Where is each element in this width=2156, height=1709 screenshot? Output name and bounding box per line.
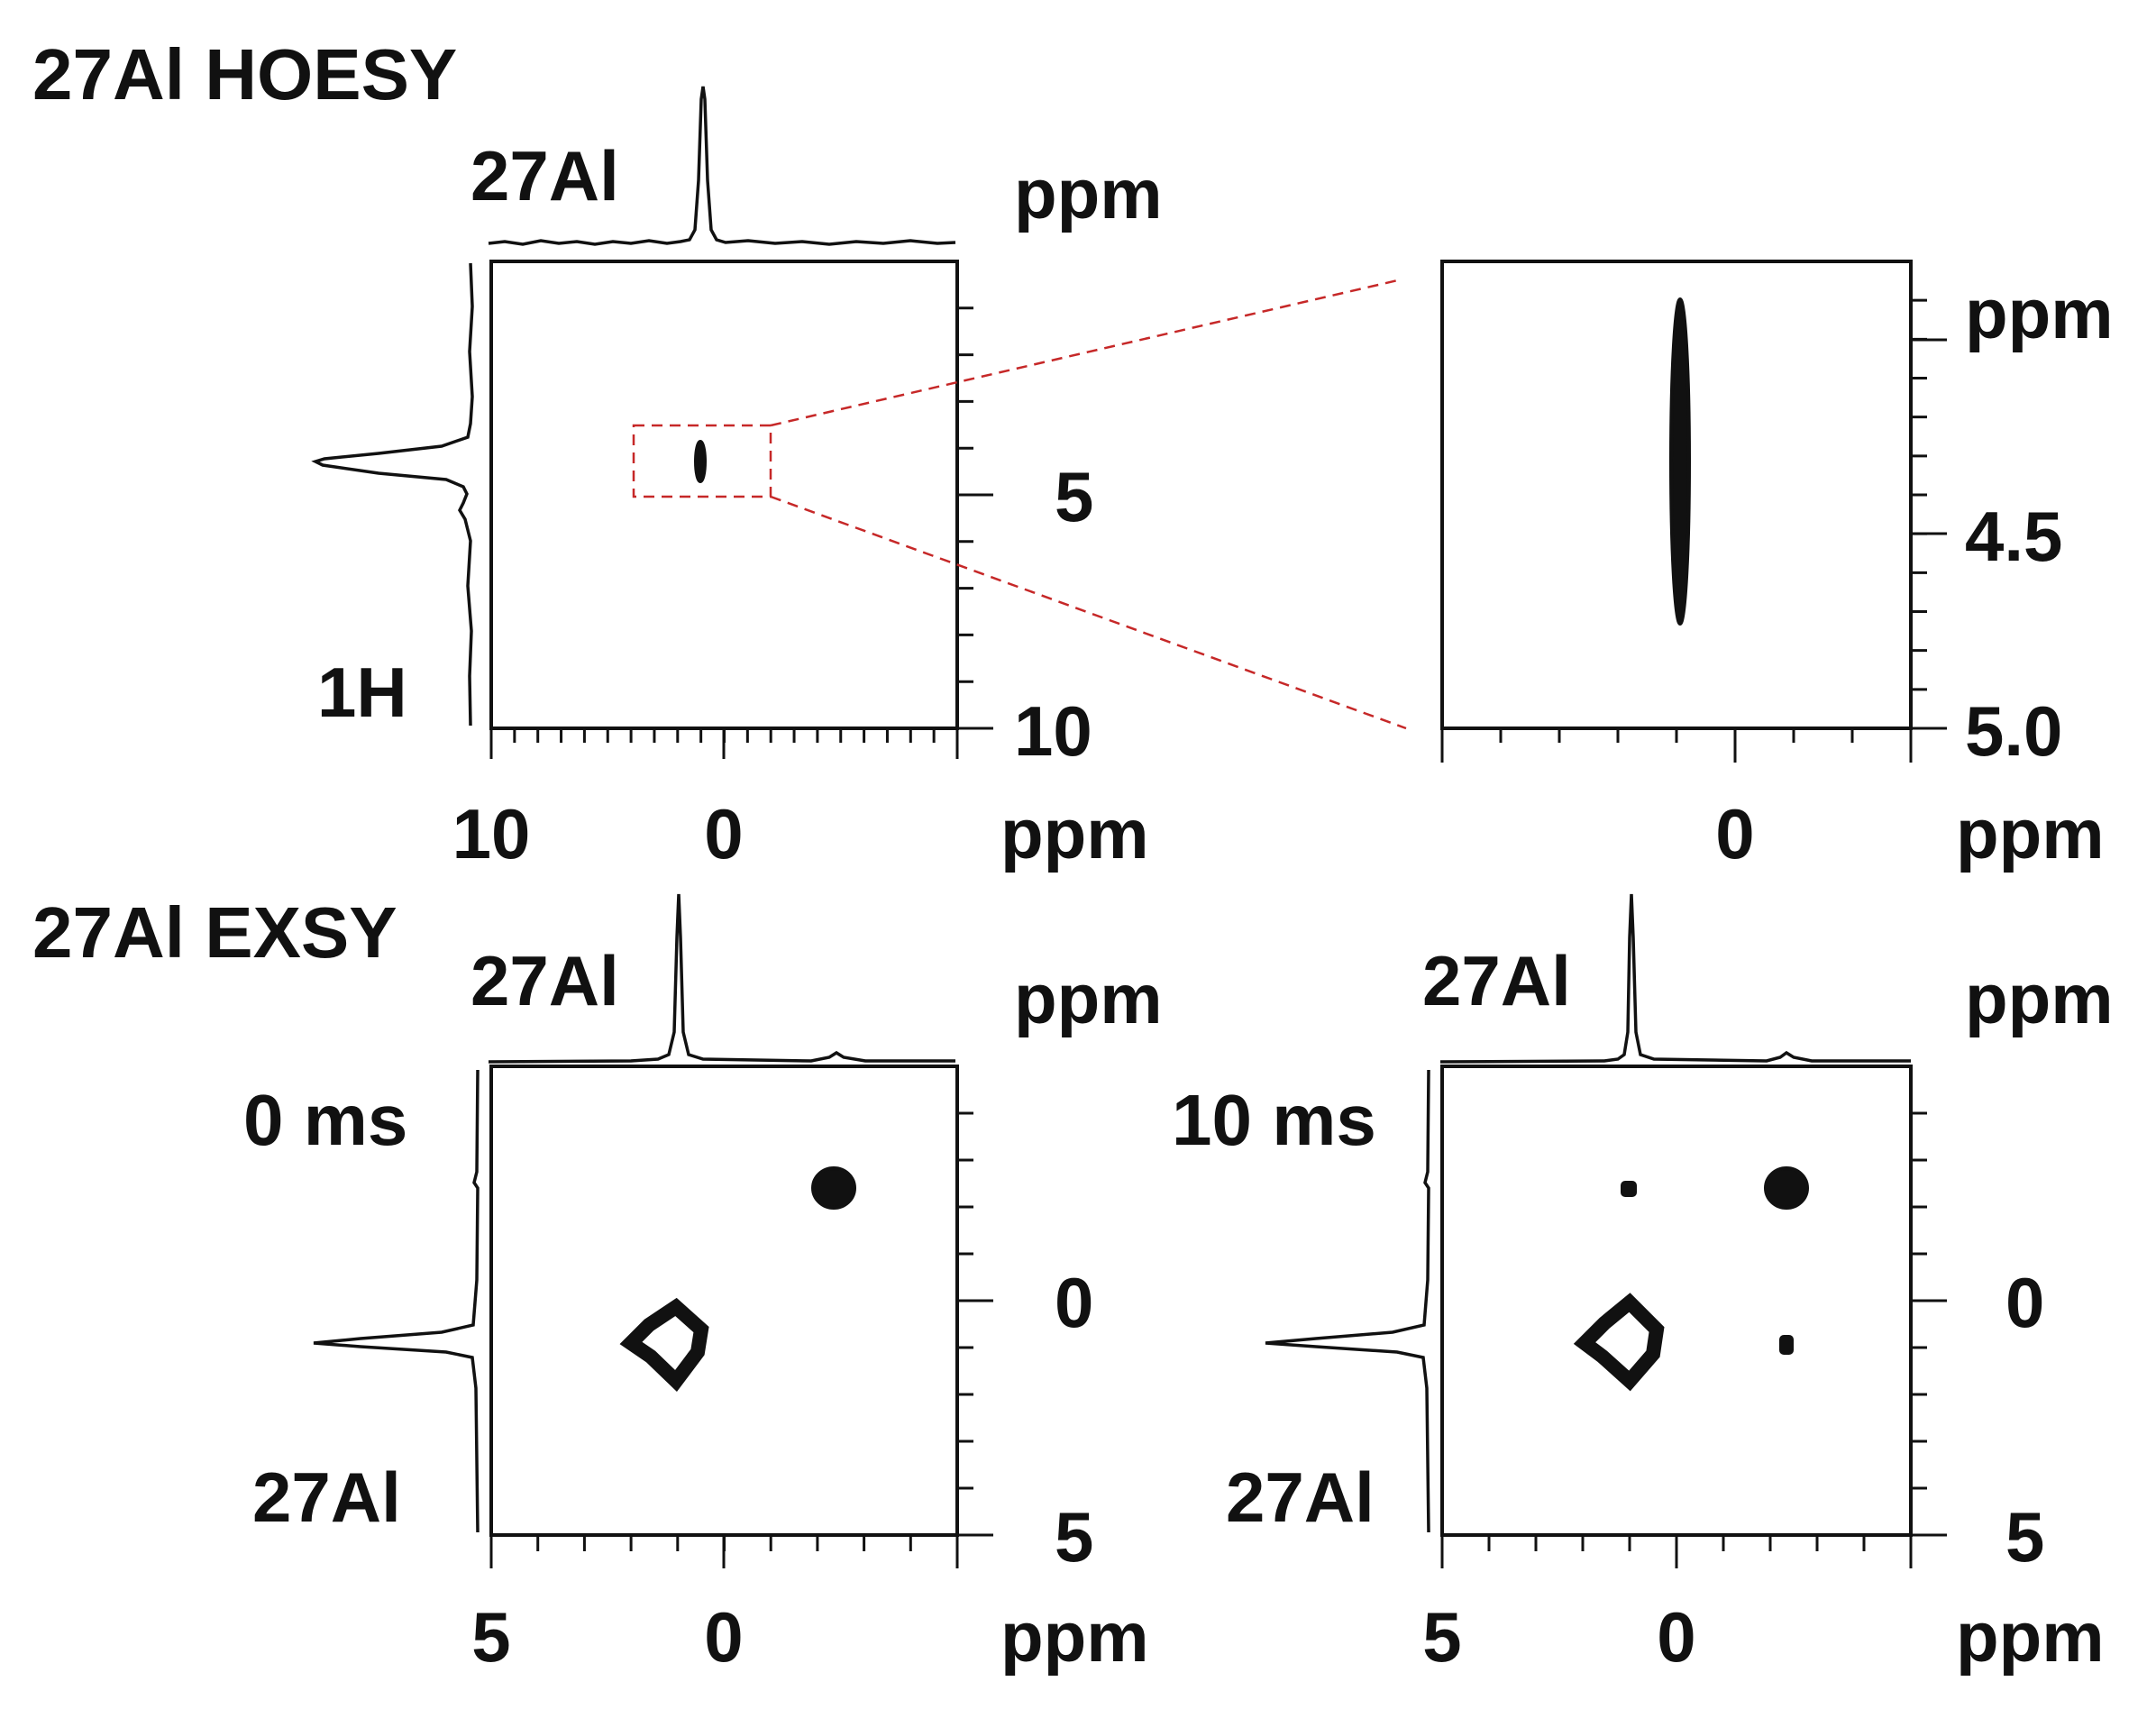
exsy0-plot-frame: [489, 1065, 959, 1537]
exsy10-top-unit-label: ppm: [1965, 959, 2114, 1038]
zoom-connector-top: [770, 278, 1402, 427]
hoesy-zoom-panel: ppm 4.5 5.0 0 ppm: [1440, 260, 2114, 873]
exsy10-diagonal-peak-1: [1573, 1293, 1665, 1392]
hoesy-y-tick-label-10: 10: [1014, 691, 1092, 771]
exsy10-cross-peak-1: [1621, 1181, 1637, 1197]
zoom-connector-bottom: [770, 495, 1407, 730]
hoesy-f1-projection: [311, 262, 474, 727]
exsy0-diagonal-peak-1: [619, 1297, 709, 1393]
exsy10-y-tick-label-0: 0: [2005, 1263, 2044, 1342]
exsy10-x-unit-label: ppm: [1956, 1597, 2105, 1677]
exsy10-f1-projection: [1265, 1069, 1430, 1533]
exsy10-diagonal-peak-2: [1764, 1166, 1809, 1210]
exsy-0ms-panel: 27Al ppm 0 ms 27Al 0 5 5 0 ppm: [243, 893, 1163, 1677]
hoesy-zoom-box: [632, 424, 772, 498]
exsy10-plot-frame: [1440, 1065, 1913, 1537]
hoesy-f2-projection: [488, 86, 956, 246]
exsy0-y-tick-label-0: 0: [1055, 1263, 1093, 1342]
hoesy-x-tick-label-0: 0: [704, 794, 743, 873]
zoom-y-tick-label-4.5: 4.5: [1965, 497, 2062, 576]
zoom-y-unit-label: ppm: [1965, 274, 2114, 353]
hoesy-y-minor-ticks: [957, 306, 973, 683]
hoesy-f1-nucleus-label: 1H: [317, 653, 407, 732]
hoesy-top-unit-label: ppm: [1014, 154, 1163, 233]
hoesy-x-tick-label-10: 10: [452, 794, 531, 873]
exsy0-top-unit-label: ppm: [1014, 959, 1163, 1038]
zoom-y-tick-label-5.0: 5.0: [1965, 691, 2062, 771]
exsy-heading: 27Al EXSY: [32, 892, 397, 973]
exsy0-f1-projection: [313, 1069, 480, 1533]
exsy10-f1-nucleus-label: 27Al: [1226, 1458, 1375, 1537]
zoom-x-unit-label: ppm: [1956, 794, 2105, 873]
exsy10-mixing-time-label: 10 ms: [1172, 1080, 1376, 1160]
zoom-peak: [1669, 297, 1691, 626]
exsy0-f1-nucleus-label: 27Al: [252, 1458, 401, 1537]
exsy0-y-tick-label-5: 5: [1055, 1497, 1093, 1576]
exsy10-cross-peak-2: [1779, 1335, 1794, 1355]
exsy10-f2-nucleus-label: 27Al: [1422, 941, 1571, 1020]
hoesy-heading: 27Al HOESY: [32, 34, 457, 114]
hoesy-plot-frame: [489, 260, 959, 730]
hoesy-x-unit-label: ppm: [1000, 794, 1149, 873]
hoesy-main-panel: 27Al ppm 1H 10 0 ppm 5 10: [311, 86, 1163, 873]
exsy10-f2-projection: [1439, 893, 1911, 1064]
exsy10-x-tick-label-0: 0: [1657, 1597, 1695, 1677]
exsy0-diagonal-peak-2: [811, 1166, 856, 1210]
exsy0-x-tick-label-0: 0: [704, 1597, 743, 1677]
exsy0-f2-projection: [488, 893, 955, 1064]
exsy0-x-unit-label: ppm: [1000, 1597, 1149, 1677]
hoesy-peak: [694, 440, 707, 483]
zoom-x-tick-label-0: 0: [1715, 794, 1754, 873]
hoesy-y-tick-label-5: 5: [1055, 457, 1093, 536]
zoom-y-minor-ticks: [1911, 298, 1927, 691]
exsy0-f2-nucleus-label: 27Al: [470, 941, 619, 1020]
exsy10-y-tick-label-5: 5: [2005, 1497, 2044, 1576]
exsy0-x-tick-label-5: 5: [471, 1597, 510, 1677]
exsy-10ms-panel: 27Al ppm 10 ms 27Al 0 5 5 0 ppm: [1172, 893, 2114, 1677]
hoesy-f2-nucleus-label: 27Al: [470, 136, 619, 215]
exsy10-x-tick-label-5: 5: [1422, 1597, 1461, 1677]
exsy0-mixing-time-label: 0 ms: [243, 1080, 407, 1160]
zoom-x-minor-ticks: [1499, 728, 1854, 743]
